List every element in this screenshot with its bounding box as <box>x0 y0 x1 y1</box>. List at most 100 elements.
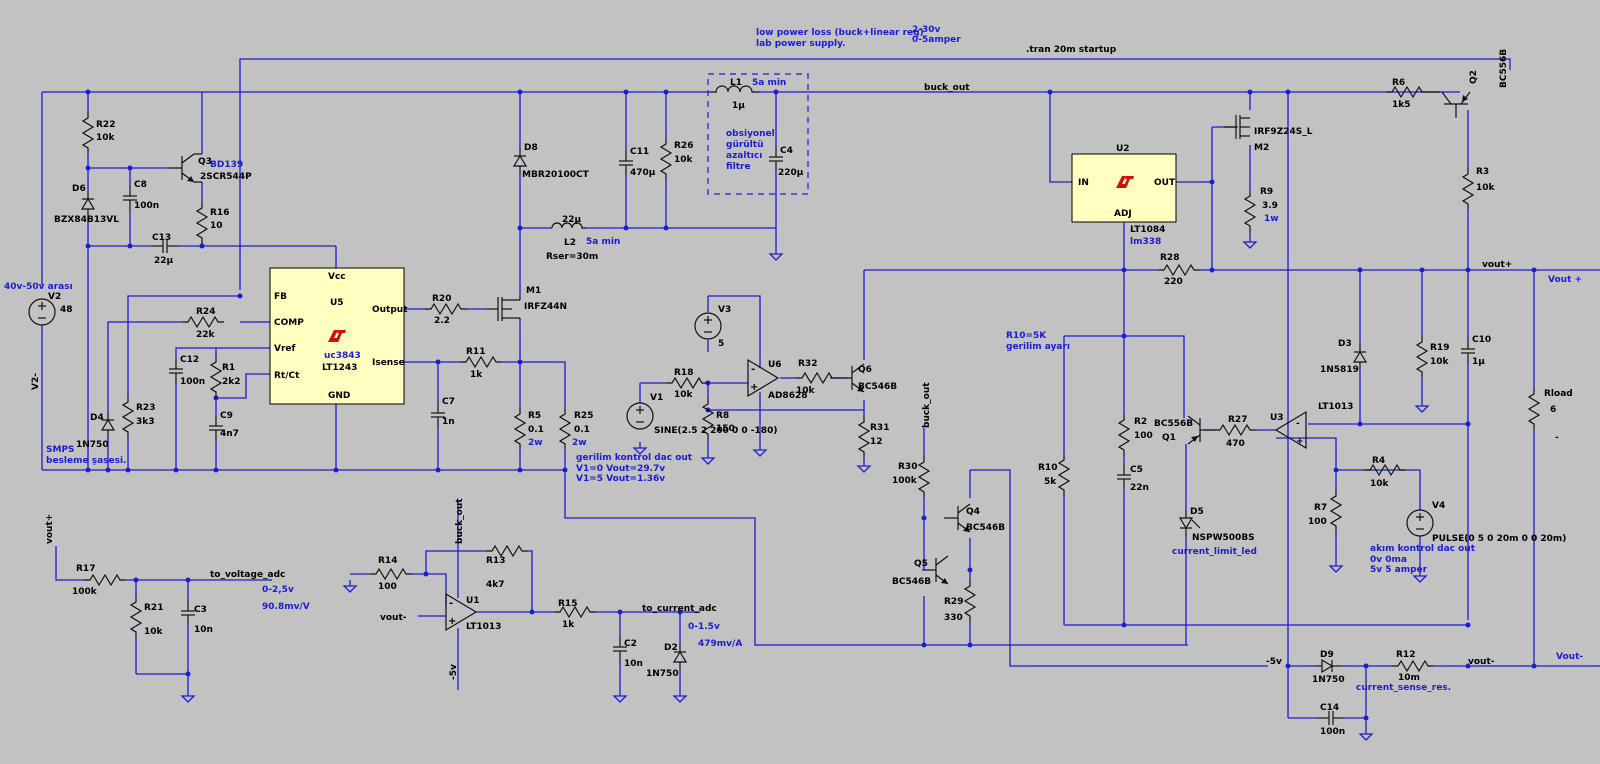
label-components-q2-name: Q2 <box>1469 70 1479 84</box>
annotations: low power loss (buck+linear reg) lab pow… <box>4 25 1476 693</box>
label-components-r11-name: R11 <box>466 347 485 357</box>
R32-resistor[interactable] <box>795 372 839 384</box>
label-components-u5-pins-3: Vref <box>274 344 296 354</box>
label-components-u5-name: U5 <box>330 298 344 308</box>
R18-resistor[interactable] <box>665 377 709 389</box>
D6-zener[interactable] <box>81 190 95 218</box>
R10-resistor[interactable] <box>1058 453 1070 497</box>
note-filter3: azaltıcı <box>726 151 762 161</box>
R28-resistor[interactable] <box>1157 264 1201 276</box>
label-components-d8-name: D8 <box>524 143 538 153</box>
label-components-u2-alt: lm338 <box>1130 237 1161 247</box>
label-components-d2-value: 1N750 <box>646 669 679 679</box>
label-components-l1-value: 1µ <box>732 101 745 111</box>
R24-resistor[interactable] <box>181 316 225 328</box>
label-components-c7-name: C7 <box>442 397 455 407</box>
R16-resistor[interactable] <box>196 201 208 245</box>
wires <box>41 58 1600 728</box>
label-components-r18-value: 10k <box>674 390 694 400</box>
Q2-transistor[interactable] <box>1441 91 1471 119</box>
label-components-r7-value: 100 <box>1308 517 1327 527</box>
R27-resistor[interactable] <box>1213 424 1257 436</box>
label-components-r13-name: R13 <box>486 556 505 566</box>
note-dacv2: V1=0 Vout=29.7v <box>576 464 665 474</box>
L1-inductor[interactable] <box>710 85 760 93</box>
R30-resistor[interactable] <box>918 455 930 499</box>
D9-diode[interactable] <box>1316 658 1342 674</box>
label-components-q3-value: 2SCR544P <box>200 172 252 182</box>
R22-resistor[interactable] <box>82 111 94 155</box>
label-components-r17-name: R17 <box>76 564 95 574</box>
net-buck-out-u1: buck_out <box>455 498 465 544</box>
R20-resistor[interactable] <box>424 303 468 315</box>
label-components-r25-name: R25 <box>574 411 593 421</box>
U3-opamp[interactable]: -+ <box>1274 410 1307 450</box>
label-components-rload-name: Rload <box>1544 389 1573 399</box>
L2-inductor[interactable] <box>551 222 586 229</box>
note-tran: .tran 20m startup <box>1026 45 1117 55</box>
R17-resistor[interactable] <box>83 574 127 586</box>
R9-resistor[interactable] <box>1244 189 1256 233</box>
R1-resistor[interactable] <box>210 355 222 399</box>
label-components-r29-name: R29 <box>944 597 963 607</box>
note-dacv3: V1=5 Vout=1.36v <box>576 474 665 484</box>
R3-resistor[interactable] <box>1462 167 1474 211</box>
label-components-c2-value: 10n <box>624 659 643 669</box>
net-vout-p: vout+ <box>1482 260 1512 270</box>
R7-resistor[interactable] <box>1330 489 1342 533</box>
svg-text:-: - <box>1296 419 1300 429</box>
label-components-c9-value: 4n7 <box>220 429 239 439</box>
label-components-r18-name: R18 <box>674 368 693 378</box>
R12-resistor[interactable] <box>1391 660 1435 672</box>
label-components-r12-name: R12 <box>1396 650 1415 660</box>
C3-capacitor[interactable] <box>180 599 196 627</box>
label-components-u6-name: U6 <box>768 360 782 370</box>
V2-source[interactable] <box>28 298 56 326</box>
label-components-r22-name: R22 <box>96 120 115 130</box>
D5-led[interactable] <box>1179 509 1201 537</box>
R23-resistor[interactable] <box>122 395 134 439</box>
label-components-c4-name: C4 <box>780 146 793 156</box>
R11-resistor[interactable] <box>459 356 503 368</box>
R29-resistor[interactable] <box>964 579 976 623</box>
label-components-r5-power: 2w <box>528 438 543 448</box>
label-components-c8-value: 100n <box>134 201 159 211</box>
R31-resistor[interactable] <box>858 415 870 459</box>
U5-controller[interactable] <box>269 267 405 405</box>
M1-mosfet[interactable] <box>485 296 521 322</box>
note-iadc-gain: 479mv/A <box>698 639 742 649</box>
note-range-v: 2-30v <box>912 25 941 35</box>
label-components-u5-pins-5: Output <box>372 305 408 315</box>
label-components-r15-value: 1k <box>562 620 575 630</box>
label-components-r21-name: R21 <box>144 603 163 613</box>
net-dash: - <box>1555 433 1559 443</box>
V3-source[interactable] <box>694 312 722 340</box>
R6-resistor[interactable] <box>1386 85 1440 99</box>
note-iadc-range: 0-1.5v <box>688 622 720 632</box>
R13-resistor[interactable] <box>485 545 529 557</box>
D4-zener[interactable] <box>101 411 115 439</box>
note-rser: Rser=30m <box>546 252 598 262</box>
label-components-q1-name: Q1 <box>1162 433 1176 443</box>
R5-resistor[interactable] <box>514 407 526 451</box>
label-components-r25-power: 2w <box>572 438 587 448</box>
R2-resistor[interactable] <box>1118 413 1130 457</box>
label-components-r1-name: R1 <box>222 363 235 373</box>
label-components-m2-name: M2 <box>1254 143 1269 153</box>
R14-resistor[interactable] <box>369 568 413 580</box>
R21-resistor[interactable] <box>130 595 142 639</box>
V4-source[interactable] <box>1406 509 1434 537</box>
R19-resistor[interactable] <box>1416 335 1428 379</box>
label-components-r20-name: R20 <box>432 294 451 304</box>
Q3-transistor[interactable] <box>167 153 202 183</box>
C5-capacitor[interactable] <box>1116 463 1132 491</box>
R26-resistor[interactable] <box>660 137 672 181</box>
V1-source[interactable] <box>626 402 654 430</box>
Rload-resistor[interactable] <box>1528 387 1540 431</box>
U2-regulator[interactable] <box>1071 153 1177 223</box>
label-components-c3-name: C3 <box>194 605 207 615</box>
label-components-c13-value: 22µ <box>154 256 174 266</box>
C14-capacitor[interactable] <box>1317 710 1345 726</box>
R25-resistor[interactable] <box>559 407 571 451</box>
